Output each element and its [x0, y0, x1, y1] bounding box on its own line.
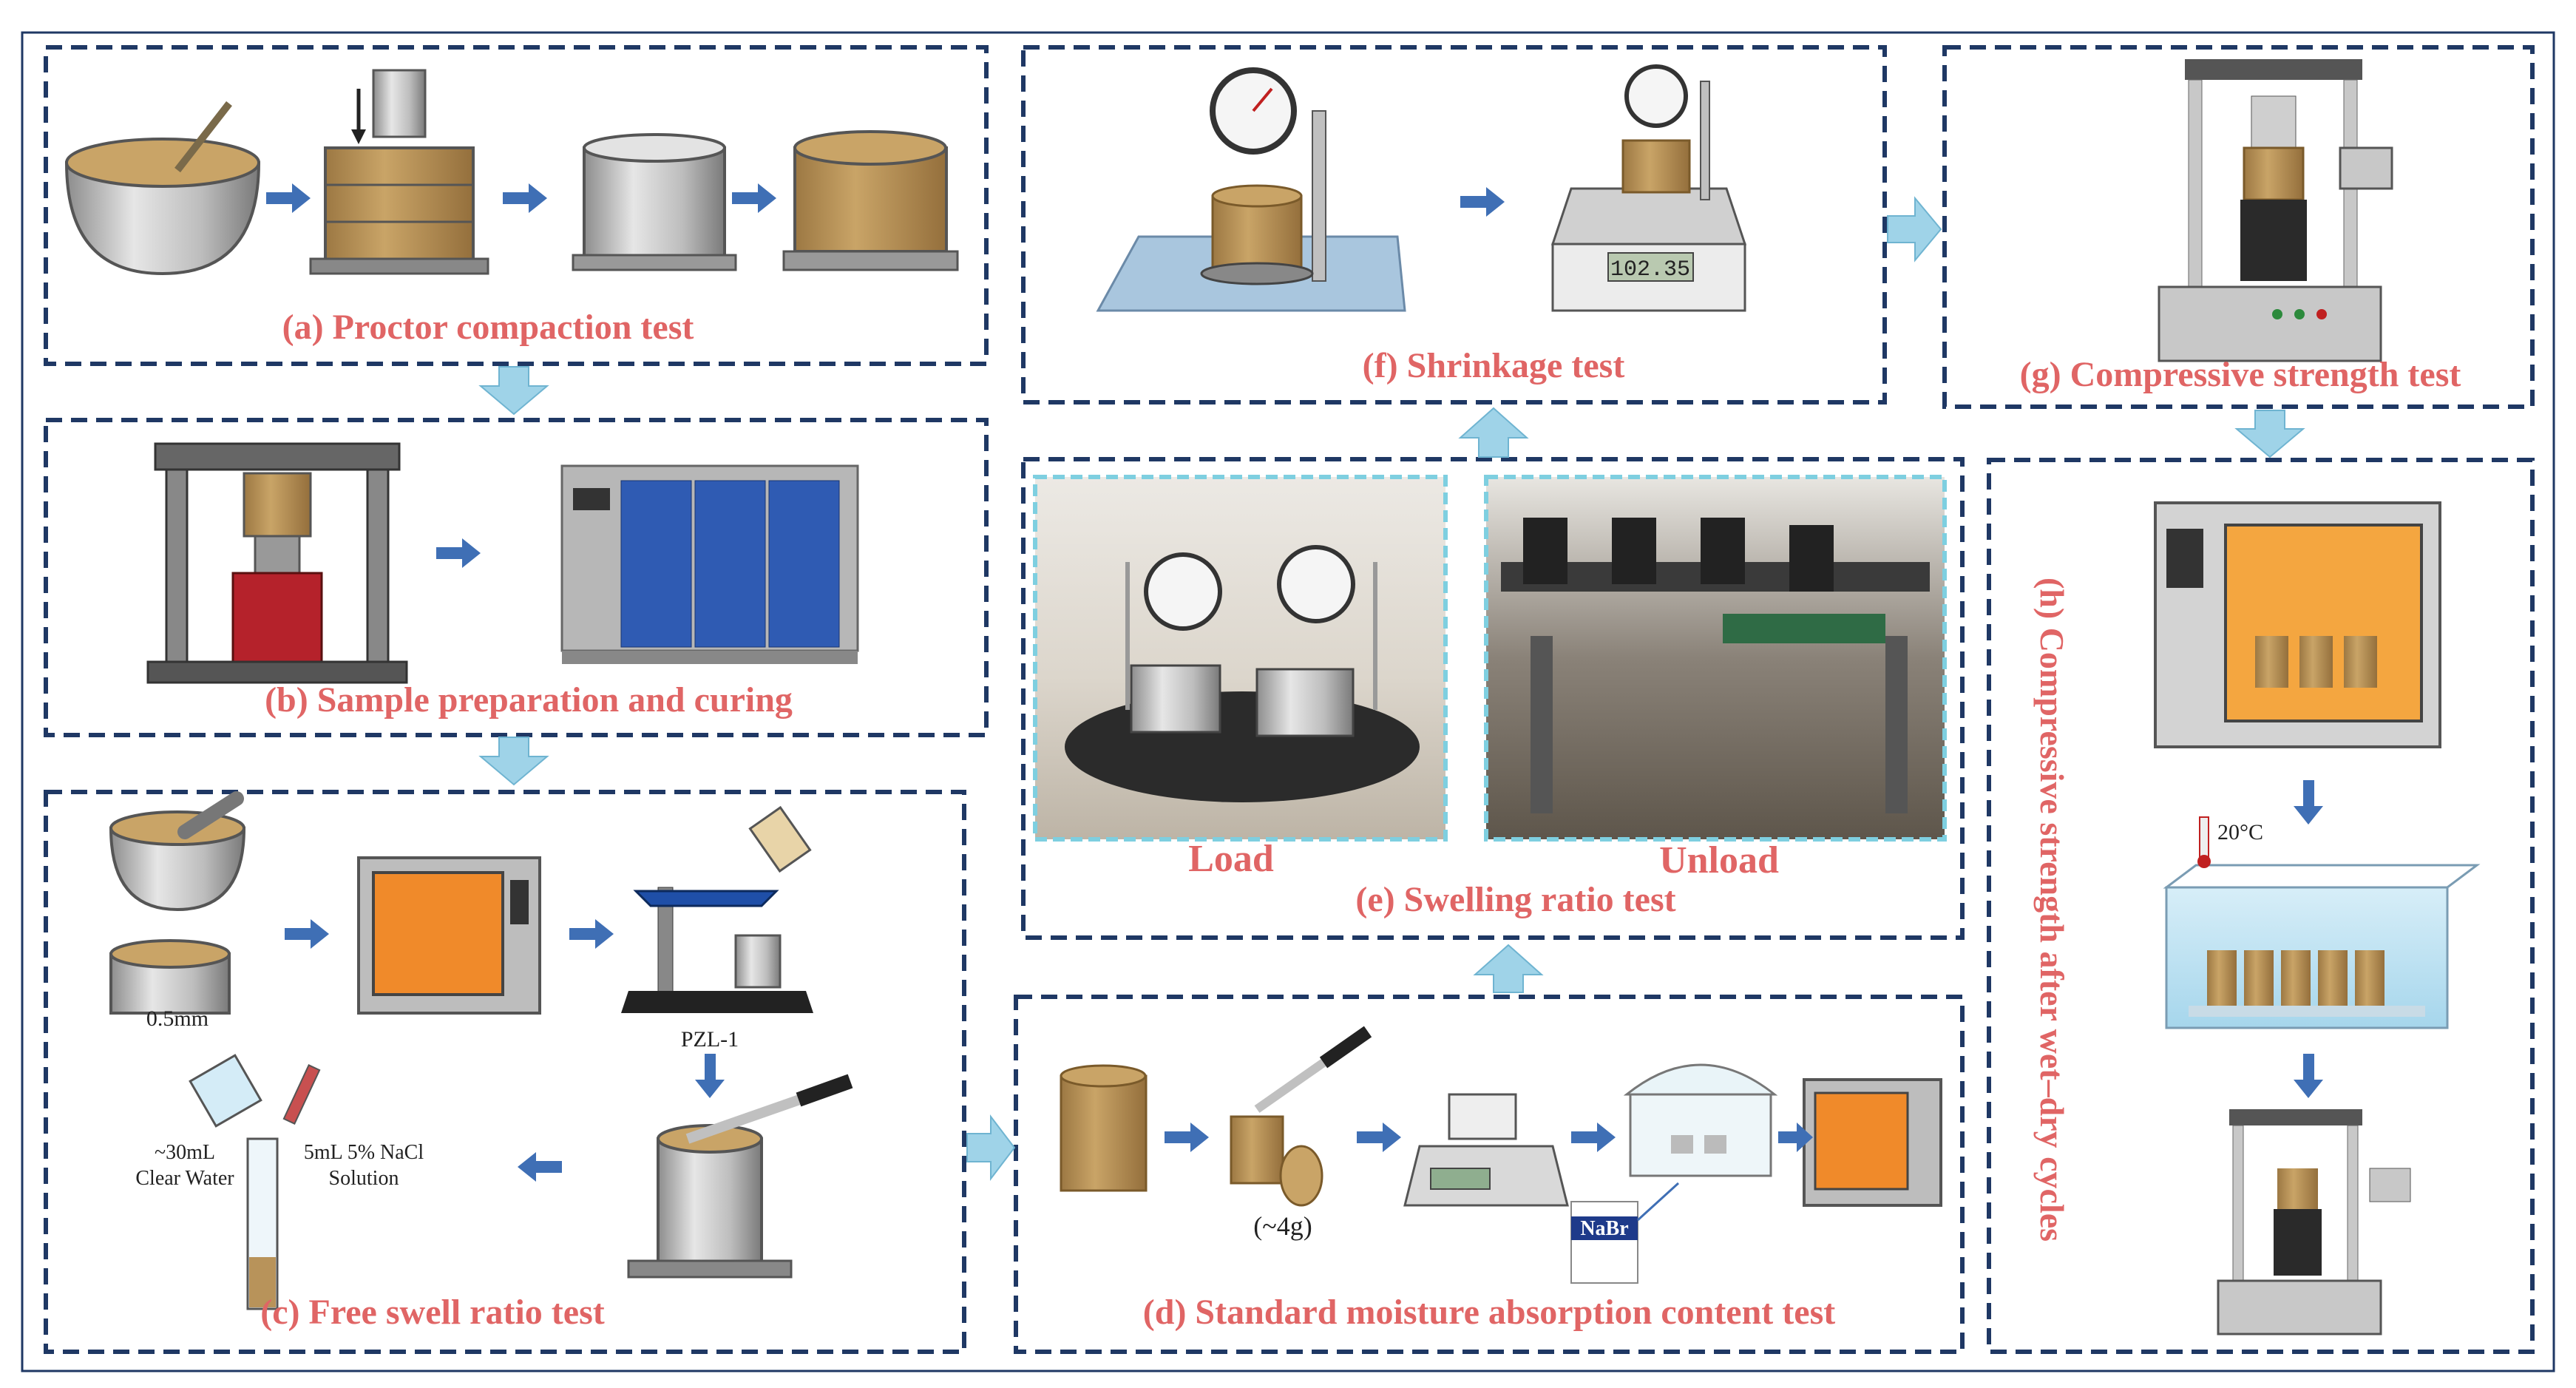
- arrow-e-to-f: [1458, 407, 1529, 458]
- water-volume-line2: Clear Water: [135, 1167, 234, 1190]
- panel-d-border: [1014, 995, 1965, 1354]
- panel-c-title: (c) Free swell ratio test: [260, 1293, 605, 1332]
- slice-mass-label: (~4g): [1253, 1211, 1312, 1241]
- nabr-label: NaBr: [1580, 1217, 1628, 1240]
- arrow-c-to-d: [966, 1114, 1016, 1181]
- arrow-b-to-c: [478, 737, 549, 786]
- panel-e-title: (e) Swelling ratio test: [1355, 880, 1675, 919]
- desiccator-icon: NaBr: [1570, 1063, 1778, 1284]
- small-oven-icon: [1803, 1078, 1942, 1207]
- curing-chamber-icon: [560, 464, 859, 664]
- compression-machine-small-icon: [2217, 1109, 2411, 1335]
- load-photo: [1033, 475, 1448, 842]
- water-volume-label: ~30mL: [155, 1141, 215, 1164]
- arrow-d-to-e: [1473, 944, 1544, 993]
- panel-b-border: [44, 418, 989, 737]
- small-arrow-d1: [1165, 1123, 1209, 1152]
- panel-b: (b) Sample preparation and curing: [44, 418, 989, 737]
- sieve-icon: 0.5mm: [109, 939, 231, 1031]
- steel-cylinder-icon: [572, 133, 737, 271]
- panel-h: (h) Compressive strength after wet–dry c…: [1987, 458, 2535, 1354]
- hydraulic-press-icon: [146, 442, 408, 684]
- panel-e-border: [1021, 457, 1965, 940]
- panel-g: (g) Compressive strength test: [1942, 45, 2535, 409]
- small-arrow-c2: [569, 919, 614, 949]
- oven-samples-icon: [2154, 501, 2441, 748]
- panel-h-title: (h) Compressive strength after wet–dry c…: [2033, 578, 2071, 1242]
- small-arrow-d4: [1778, 1123, 1813, 1152]
- outer-frame: [21, 31, 2555, 1372]
- small-arrow-f1: [1460, 187, 1505, 217]
- soil-sample-icon: [782, 130, 959, 271]
- compression-machine-icon: [2158, 59, 2393, 362]
- panel-e: Load Unload (e) Swelling ratio test: [1021, 457, 1965, 940]
- nacl-label-line1: 5mL 5% NaCl: [304, 1141, 424, 1164]
- water-bath-icon: 20°C: [2163, 816, 2481, 1029]
- unload-photo: [1484, 475, 1947, 842]
- panel-f-title: (f) Shrinkage test: [1363, 346, 1625, 385]
- panel-d: (~4g) NaBr (d) Standard moisture absorpt…: [1014, 995, 1965, 1354]
- scale-with-gauge-icon: 102.35: [1550, 64, 1747, 312]
- small-arrow-c1: [285, 919, 329, 949]
- panel-b-title: (b) Sample preparation and curing: [265, 680, 793, 720]
- drying-oven-icon: [357, 856, 541, 1015]
- graduated-cylinder-icon: ~30mL Clear Water 5mL 5% NaCl Solution: [135, 1054, 424, 1310]
- compaction-mold-icon: [309, 69, 489, 275]
- temperature-label: 20°C: [2217, 820, 2263, 844]
- nacl-label-line2: Solution: [329, 1167, 399, 1190]
- arrow-f-to-g: [1887, 196, 1942, 263]
- panel-h-border: [1987, 458, 2535, 1354]
- small-arrow-d3: [1571, 1123, 1616, 1152]
- mortar-pestle-icon: [109, 791, 246, 912]
- arrow-a-to-b: [478, 366, 549, 416]
- soil-cylinder-icon: [1060, 1064, 1148, 1192]
- dial-gauge-stand-icon: [1096, 67, 1406, 312]
- small-arrow-c3: [695, 1054, 725, 1098]
- small-arrow-c4: [518, 1152, 562, 1182]
- small-arrow-a2: [503, 183, 547, 213]
- panel-d-title: (d) Standard moisture absorption content…: [1143, 1293, 1835, 1332]
- panel-g-title: (g) Compressive strength test: [2020, 355, 2461, 394]
- pzl-1-label: PZL-1: [681, 1027, 739, 1052]
- sieve-label: 0.5mm: [146, 1006, 209, 1031]
- cylinder-knife-icon: [627, 1074, 853, 1279]
- panel-f: 102.35 (f) Shrinkage test: [1021, 45, 1887, 404]
- panel-a-title: (a) Proctor compaction test: [282, 308, 694, 347]
- water-volume-line1: ~30mL: [155, 1141, 215, 1164]
- unload-label: Unload: [1659, 839, 1779, 881]
- panel-c-border: [44, 790, 966, 1354]
- small-arrow-h2: [2294, 1054, 2323, 1098]
- panel-c: 0.5mm PZL-1 ~30mL: [44, 790, 966, 1354]
- load-label: Load: [1188, 838, 1274, 880]
- small-arrow-a3: [732, 183, 776, 213]
- panel-f-border: [1021, 45, 1887, 404]
- sliced-sample-icon: (~4g): [1230, 1026, 1372, 1241]
- small-arrow-a1: [266, 183, 311, 213]
- small-arrow-d2: [1357, 1123, 1401, 1152]
- mixing-bowl-icon: [64, 101, 261, 276]
- arrow-g-to-h: [2234, 410, 2305, 458]
- balance-icon: [1403, 1093, 1569, 1207]
- small-arrow-h1: [2294, 780, 2323, 825]
- panel-g-border: [1942, 45, 2535, 409]
- small-arrow-b1: [436, 538, 481, 568]
- panel-a: (a) Proctor compaction test: [44, 45, 989, 366]
- scale-reading: 102.35: [1610, 257, 1690, 282]
- swell-apparatus-icon: PZL-1: [621, 805, 813, 1052]
